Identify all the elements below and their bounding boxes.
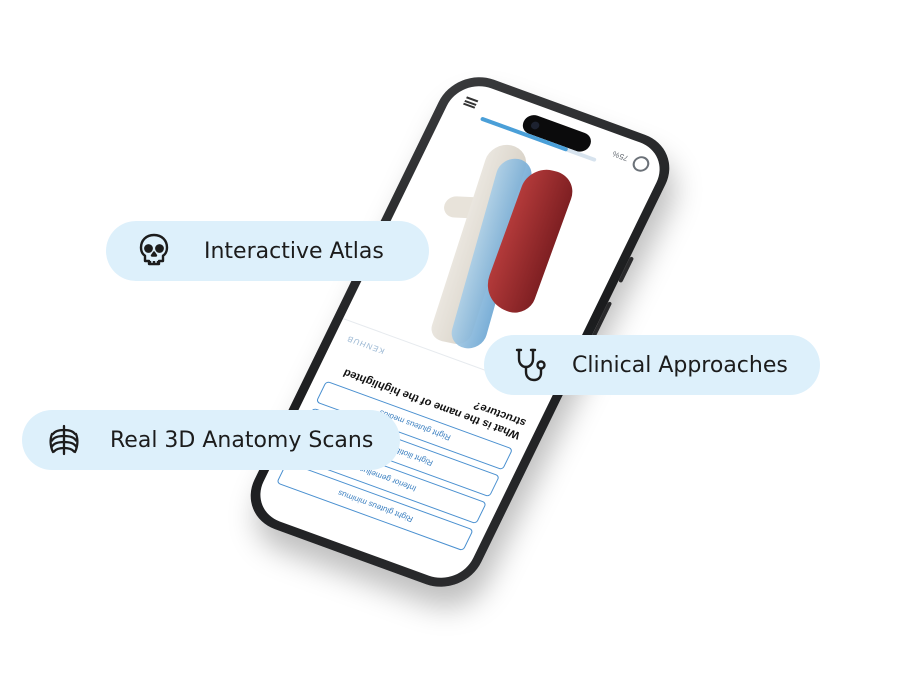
phone-screen: 75% KENHUB What is the name of the highl… — [249, 77, 671, 587]
feature-label: Interactive Atlas — [204, 238, 384, 264]
feature-label: Clinical Approaches — [572, 352, 788, 378]
stethoscope-icon — [515, 348, 546, 382]
feature-pill-3d-anatomy-scans: Real 3D Anatomy Scans — [22, 410, 400, 470]
feature-label: Real 3D Anatomy Scans — [110, 427, 374, 453]
phone-mockup: 75% KENHUB What is the name of the highl… — [237, 66, 683, 598]
skull-icon — [139, 233, 169, 266]
feature-pill-interactive-atlas: Interactive Atlas — [106, 221, 429, 281]
feature-pill-clinical-approaches: Clinical Approaches — [484, 335, 820, 395]
ribcage-icon — [49, 424, 79, 456]
app-logo-icon[interactable] — [629, 154, 653, 174]
menu-icon[interactable] — [463, 96, 479, 109]
quiz-progress-percent: 75% — [610, 149, 630, 163]
